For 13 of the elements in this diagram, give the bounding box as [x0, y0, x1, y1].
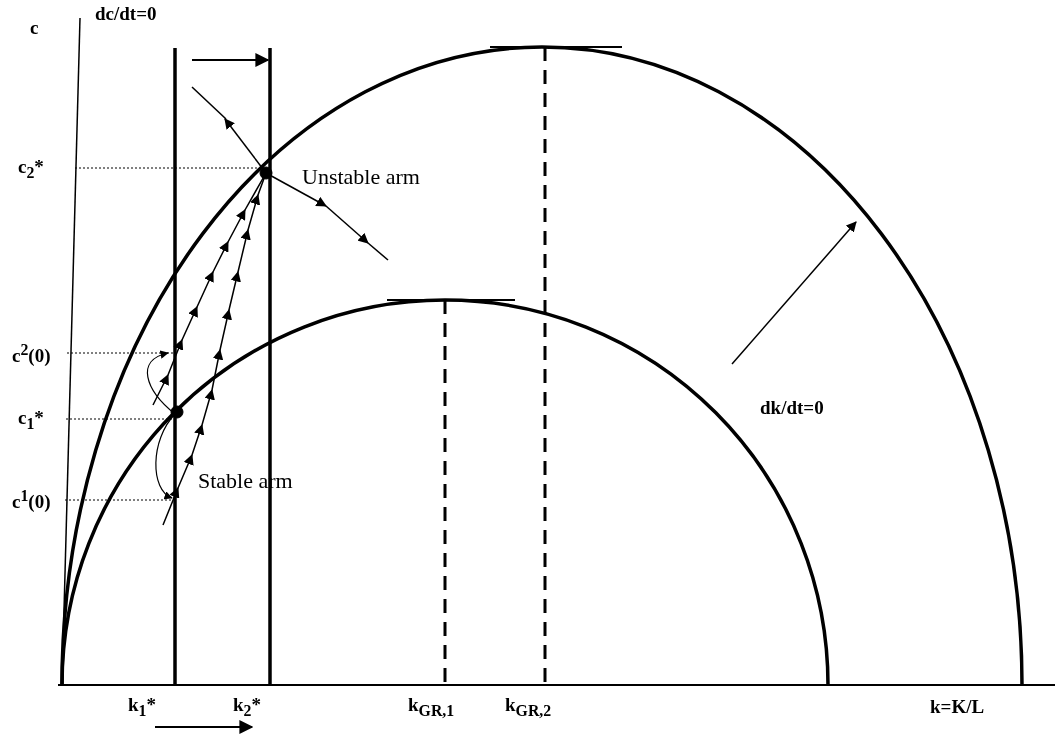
- curve-label: Unstable arm: [302, 166, 420, 188]
- curve-label: dc/dt=0: [95, 4, 157, 23]
- axis-tick-label: c$^{2}$(0): [12, 342, 51, 366]
- axis-tick-label: k$_{2}$*: [233, 695, 261, 719]
- axis-label: k=K/L: [930, 697, 985, 716]
- axis-tick-label: k$_{1}$*: [128, 695, 156, 719]
- axis-tick-label: c$_{2}$*: [18, 157, 44, 181]
- axis-tick-label: c$_{1}$*: [18, 408, 44, 432]
- axis-tick-label: c$^{1}$(0): [12, 488, 51, 512]
- axis-tick-label: k$_{GR,2}$: [505, 695, 552, 719]
- axis-tick-label: k$_{GR,1}$: [408, 695, 455, 719]
- curve-label: dk/dt=0: [760, 398, 824, 417]
- axis-label: c: [30, 18, 39, 37]
